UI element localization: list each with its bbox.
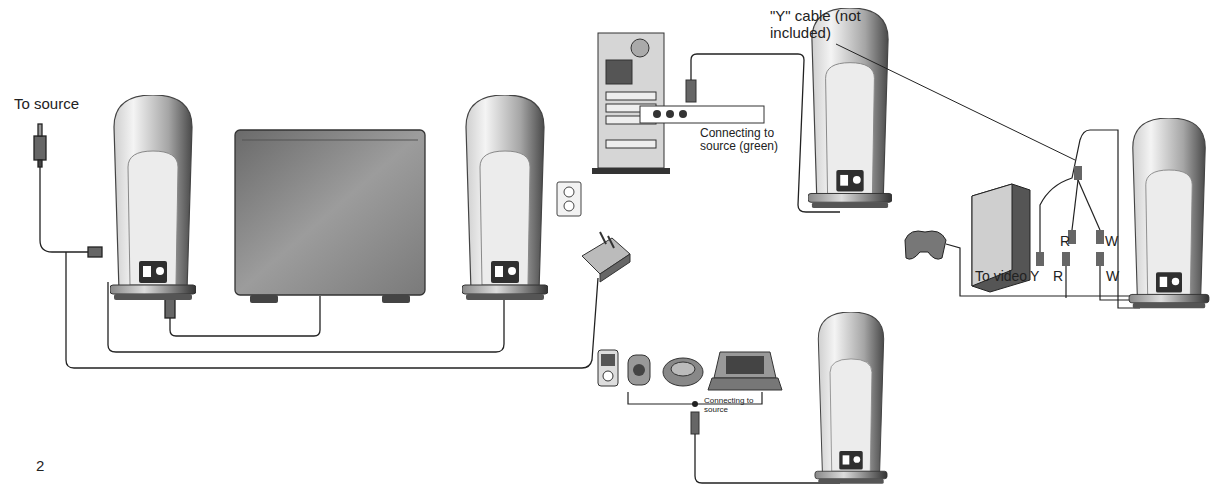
console-speaker bbox=[1129, 118, 1209, 308]
tower-display bbox=[606, 60, 632, 84]
dvd-screen bbox=[726, 356, 764, 374]
dvd-base bbox=[708, 378, 782, 390]
tower-base bbox=[592, 168, 670, 174]
subwoofer-foot bbox=[382, 295, 410, 303]
audio-jack bbox=[679, 110, 687, 118]
text-label: To source bbox=[14, 96, 79, 113]
y-cable-branch bbox=[1078, 180, 1100, 230]
rca-plug bbox=[1062, 252, 1070, 266]
rca-plug bbox=[1096, 252, 1104, 266]
y-cable-branch bbox=[1072, 180, 1078, 230]
cd-lid bbox=[671, 362, 695, 376]
adapter-prong bbox=[608, 236, 614, 248]
text-label: W bbox=[1105, 234, 1121, 249]
outlet-socket bbox=[564, 187, 574, 197]
y-cable bbox=[1040, 130, 1110, 262]
rca-plug bbox=[1096, 230, 1104, 244]
adapter-side bbox=[600, 254, 630, 282]
speaker-cone bbox=[633, 364, 645, 376]
text-label: Y bbox=[1030, 269, 1042, 284]
audio-jack bbox=[666, 110, 674, 118]
power-adapter bbox=[582, 232, 630, 282]
source-wire bbox=[40, 166, 92, 252]
plug-tip bbox=[38, 124, 42, 136]
computer-setup bbox=[592, 33, 840, 212]
controller-cable bbox=[946, 244, 1130, 296]
text-label: Connecting to source bbox=[704, 397, 774, 415]
audio-plug bbox=[34, 136, 46, 160]
text-label: To video bbox=[975, 269, 1035, 284]
left-speaker bbox=[110, 95, 196, 300]
mp3-player bbox=[598, 350, 618, 386]
subwoofer-edge bbox=[242, 140, 418, 141]
mp3-screen bbox=[601, 354, 615, 366]
jack-panel bbox=[640, 106, 764, 123]
subwoofer-foot bbox=[250, 295, 278, 303]
drive-bay bbox=[606, 140, 656, 148]
audio-plug bbox=[686, 80, 696, 102]
portable-speaker bbox=[628, 355, 650, 385]
mp3-wheel bbox=[603, 371, 613, 381]
y-splitter bbox=[1074, 166, 1082, 180]
text-label: Connecting to source (green) bbox=[700, 127, 812, 153]
text-label: W bbox=[1106, 269, 1122, 284]
plug bbox=[165, 298, 175, 318]
text-label: 2 bbox=[36, 458, 56, 475]
audio-jack bbox=[653, 110, 661, 118]
leader-line bbox=[836, 44, 1075, 160]
tower-button bbox=[631, 39, 649, 57]
audio-plug bbox=[691, 412, 699, 434]
portable-setup bbox=[598, 350, 840, 483]
text-label: R bbox=[1060, 234, 1074, 249]
subwoofer bbox=[235, 130, 425, 303]
drive-bay bbox=[606, 92, 656, 100]
text-label: R bbox=[1053, 269, 1065, 284]
text-label: "Y" cable (not included) bbox=[770, 8, 910, 41]
sub-wire bbox=[170, 296, 320, 336]
game-controller bbox=[905, 231, 946, 259]
outlet-plate bbox=[557, 182, 581, 216]
outlet-socket bbox=[564, 201, 574, 211]
cd-player bbox=[663, 358, 703, 386]
computer-tower bbox=[598, 33, 664, 168]
bottom-speaker bbox=[815, 312, 887, 484]
plug-strain bbox=[38, 160, 42, 167]
bracket-junction bbox=[692, 401, 698, 407]
wall-outlet bbox=[557, 182, 581, 216]
console-setup bbox=[836, 44, 1150, 308]
rca-plug bbox=[1036, 252, 1044, 266]
plug bbox=[88, 247, 102, 257]
right-speaker bbox=[462, 95, 548, 300]
subwoofer-body bbox=[235, 130, 425, 295]
portable-dvd bbox=[714, 352, 776, 378]
adapter-prong bbox=[600, 232, 606, 244]
